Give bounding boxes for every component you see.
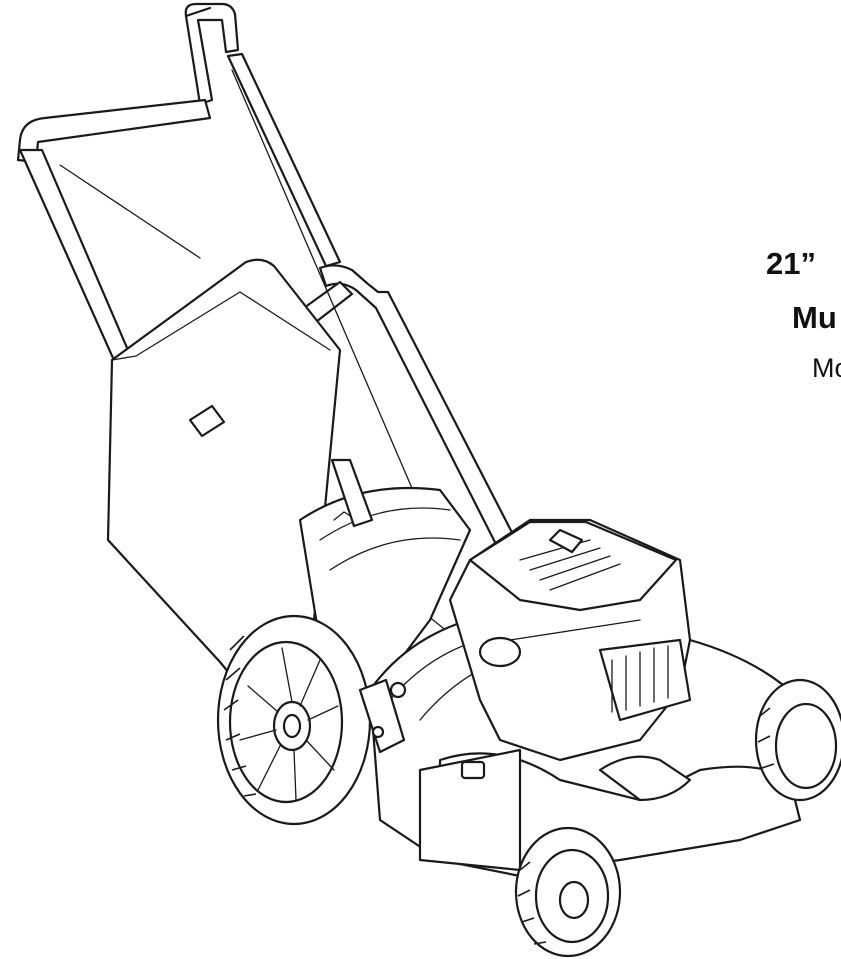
model-label: Mo — [812, 353, 841, 383]
upper-handle — [16, 2, 342, 398]
front-wheel-right — [754, 678, 841, 802]
rear-height-adjuster — [358, 678, 407, 754]
title-line-1: 21” — [766, 246, 816, 281]
front-wheel-bottom — [514, 826, 622, 958]
title-line-2: Mu — [792, 300, 837, 335]
engine — [448, 518, 692, 762]
rear-wheel-left — [216, 614, 372, 826]
